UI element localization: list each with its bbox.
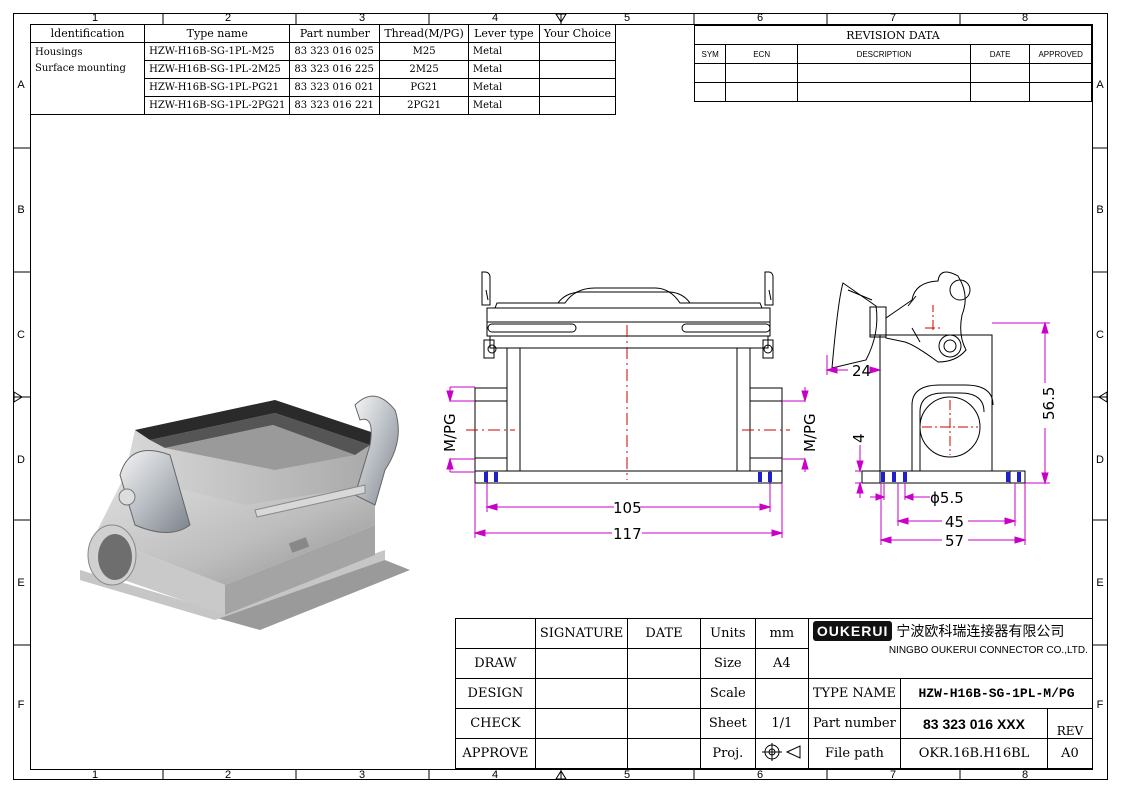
draw-label: DRAW	[455, 648, 536, 679]
product-photo	[80, 395, 410, 630]
zone-row-f-left: F	[17, 699, 25, 711]
design-label: DESIGN	[455, 678, 536, 709]
dimension-thread-right: M/PG	[801, 413, 819, 452]
company-logo: OUKERUI	[812, 621, 893, 641]
zone-row-e-left: E	[17, 577, 25, 589]
zone-row-a-left: A	[17, 79, 25, 91]
zone-row-c-left: C	[17, 329, 25, 341]
zone-col-1-top: 1	[91, 12, 99, 24]
side-view-seals	[881, 472, 1021, 482]
dimension-117: 117	[613, 525, 642, 543]
signature-header: SIGNATURE	[534, 618, 629, 649]
title-block: SIGNATURE DATE Units mm OUKERUI 宁波欧科瑞连接器…	[455, 618, 1094, 769]
file-path-label: File path	[807, 738, 902, 769]
type-name-value: HZW-H16B-SG-1PL-M/PG	[900, 678, 1093, 709]
identification-table: ldentification Type name Part number Thr…	[29, 24, 617, 115]
units-value: mm	[754, 618, 809, 649]
projection-symbol	[754, 738, 809, 769]
zone-row-c-right: C	[1096, 329, 1104, 341]
type-name-label: TYPE NAME	[807, 678, 902, 709]
zone-row-b-left: B	[17, 204, 25, 216]
zone-row-e-right: E	[1096, 577, 1104, 589]
rev-label: REV	[1046, 708, 1094, 739]
sheet-label: Sheet	[699, 708, 756, 739]
scale-label: Scale	[699, 678, 756, 709]
side-view-centerlines	[922, 305, 978, 455]
zone-col-1-bottom: 1	[91, 769, 99, 781]
front-view	[474, 271, 783, 484]
zone-row-d-right: D	[1096, 454, 1104, 466]
size-label: Size	[699, 648, 756, 679]
sheet-value: 1/1	[754, 708, 809, 739]
header-thread: Thread(M/PG)	[379, 24, 469, 43]
zone-col-5-bottom: 5	[623, 769, 631, 781]
zone-col-7-top: 7	[889, 12, 897, 24]
dimension-5-5: ϕ5.5	[930, 489, 964, 507]
revision-title: REVISION DATA	[694, 25, 1092, 45]
dimension-56-5: 56.5	[1040, 387, 1058, 420]
zone-col-6-bottom: 6	[756, 769, 764, 781]
company-name-en: NINGBO OUKERUI CONNECTOR CO.,LTD.	[888, 645, 1088, 656]
zone-row-f-right: F	[1096, 699, 1104, 711]
company-name-cn: 宁波欧科瑞连接器有限公司	[896, 624, 1065, 640]
part-number-value: 83 323 016 XXX	[900, 708, 1048, 739]
zone-col-8-top: 8	[1021, 12, 1029, 24]
zone-col-3-bottom: 3	[358, 769, 366, 781]
side-view	[831, 271, 1026, 484]
date-header: DATE	[627, 618, 701, 649]
zone-col-4-bottom: 4	[491, 769, 499, 781]
proj-label: Proj.	[699, 738, 756, 769]
revision-table: REVISION DATA SYM ECN DESCRIPTION DATE A…	[693, 25, 1092, 102]
scale-value	[754, 678, 809, 709]
ident-housings: Housings	[35, 47, 83, 58]
dimension-24: 24	[852, 362, 871, 380]
zone-col-3-top: 3	[358, 12, 366, 24]
zone-col-2-bottom: 2	[224, 769, 232, 781]
zone-col-6-top: 6	[756, 12, 764, 24]
front-view-seals	[484, 472, 772, 482]
part-number-cell: 83 323 016 221	[289, 96, 381, 115]
zone-col-8-bottom: 8	[1021, 769, 1029, 781]
file-path-value: OKR.16B.H16BL	[900, 738, 1048, 769]
zone-col-7-bottom: 7	[889, 769, 897, 781]
check-label: CHECK	[455, 708, 536, 739]
units-label: Units	[699, 618, 756, 649]
part-number-label: Part number	[807, 708, 902, 739]
projection-icon	[761, 742, 801, 761]
rev-value: A0	[1046, 738, 1094, 769]
dimension-4: 4	[850, 433, 868, 443]
size-value: A4	[754, 648, 809, 679]
dimension-lines	[446, 321, 1050, 545]
dimension-105: 105	[613, 499, 642, 517]
approve-label: APPROVE	[455, 738, 536, 769]
front-view-centerlines	[466, 325, 790, 480]
zone-row-d-left: D	[17, 454, 25, 466]
zone-row-a-right: A	[1096, 79, 1104, 91]
zone-col-2-top: 2	[224, 12, 232, 24]
type-name-cell: HZW-H16B-SG-1PL-2PG21	[144, 96, 291, 115]
header-part-number: Part number	[289, 24, 381, 43]
ident-surface-mounting: Surface mounting	[35, 63, 126, 74]
dimension-45: 45	[945, 513, 964, 531]
zone-col-5-top: 5	[623, 12, 631, 24]
header-type-name: Type name	[144, 24, 291, 43]
dimension-thread-left: M/PG	[441, 413, 459, 452]
dimension-57: 57	[945, 532, 964, 550]
zone-row-b-right: B	[1096, 204, 1104, 216]
zone-col-4-top: 4	[491, 12, 499, 24]
your-choice-cell[interactable]	[538, 96, 617, 115]
